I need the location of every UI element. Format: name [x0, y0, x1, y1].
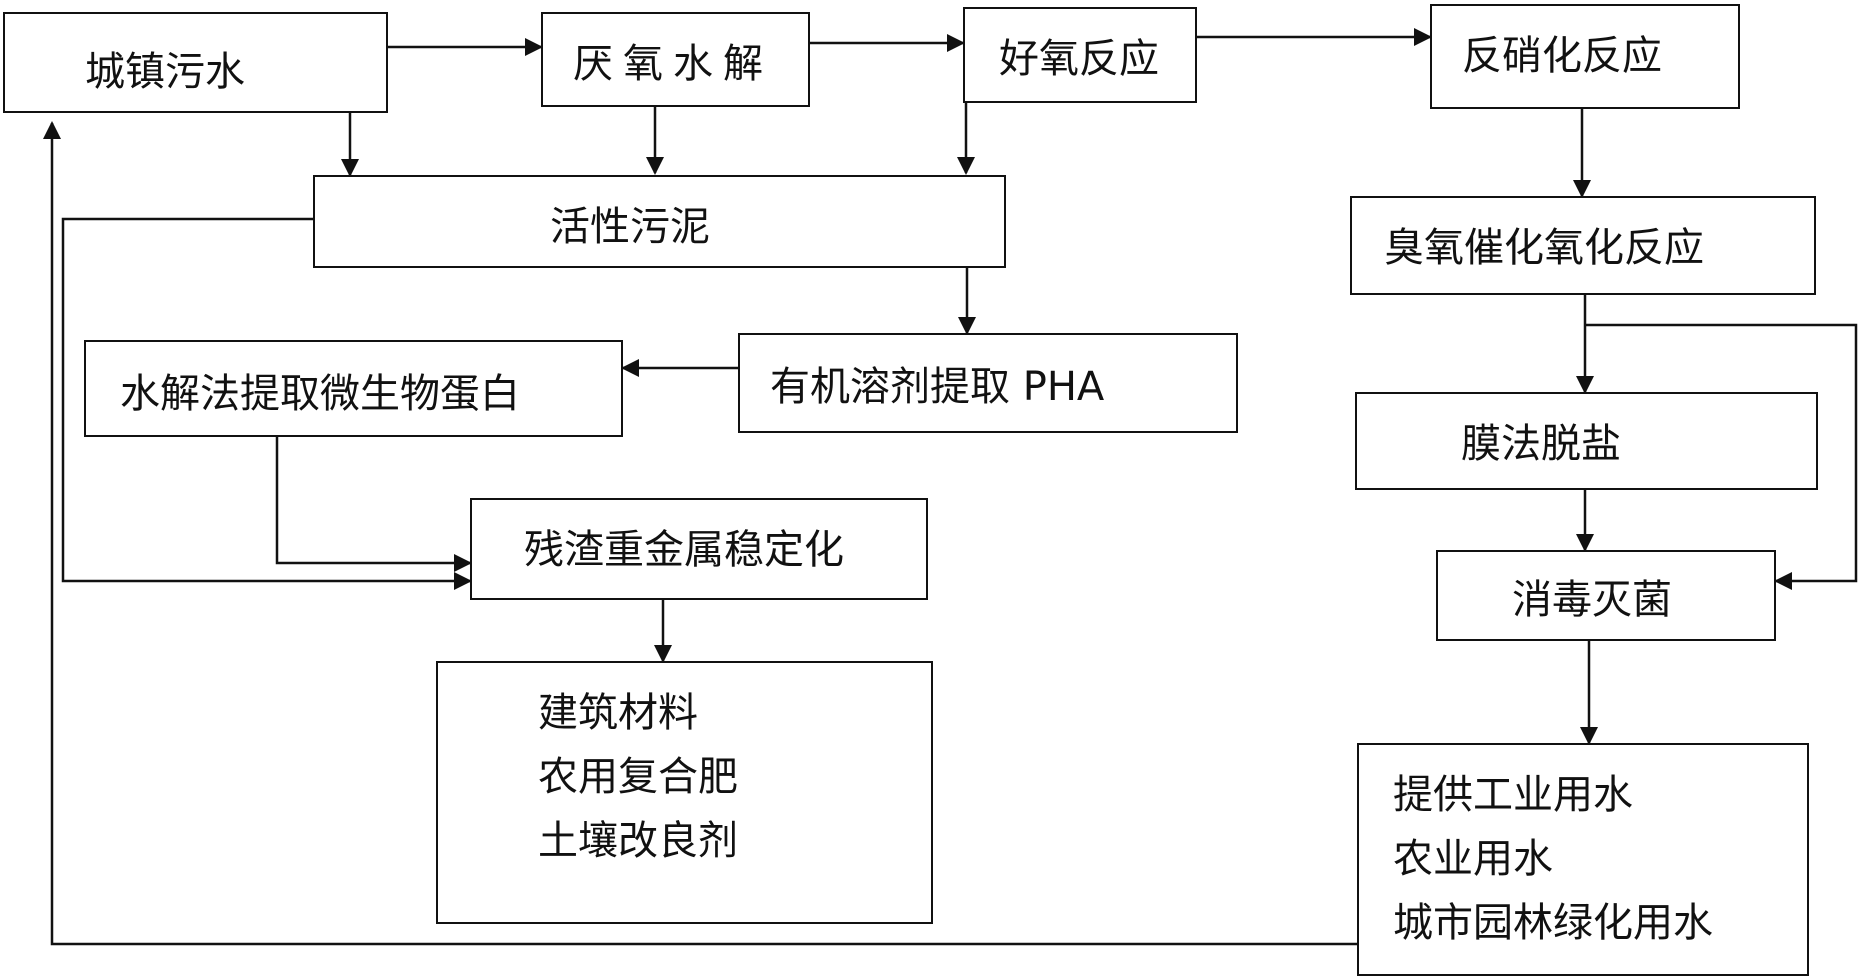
node-label: 好氧反应 — [999, 36, 1159, 82]
arrow-return-to-sewage — [43, 121, 1357, 946]
list-item: 农用复合肥 — [538, 754, 738, 800]
arrow-sludge-to-residue — [61, 217, 472, 590]
node-residue-stabilization: 残渣重金属稳定化 — [470, 498, 928, 600]
node-label: 厌氧水解 — [573, 41, 773, 87]
node-anaerobic-hydrolysis: 厌氧水解 — [541, 12, 810, 107]
node-label: 消毒灭菌 — [1512, 577, 1672, 623]
node-solid-products: 建筑材料 农用复合肥 土壤改良剂 — [436, 661, 933, 924]
node-label: 活性污泥 — [550, 204, 710, 250]
list-item: 城市园林绿化用水 — [1393, 900, 1713, 946]
water-uses-list: 提供工业用水 农业用水 城市园林绿化用水 — [1393, 763, 1713, 955]
list-item: 农业用水 — [1393, 836, 1553, 882]
arrow-ozone-bypass-to-disinfection — [1585, 323, 1858, 590]
node-activated-sludge: 活性污泥 — [313, 175, 1006, 268]
node-hydrolysis-protein: 水解法提取微生物蛋白 — [84, 340, 623, 437]
node-organic-solvent-pha: 有机溶剂提取 PHA — [738, 333, 1238, 433]
node-label: 反硝化反应 — [1462, 33, 1662, 79]
node-urban-sewage: 城镇污水 — [3, 12, 388, 113]
node-label: 膜法脱盐 — [1461, 421, 1621, 467]
node-denitrification: 反硝化反应 — [1430, 4, 1740, 109]
list-item: 提供工业用水 — [1393, 772, 1633, 818]
node-label: 有机溶剂提取 PHA — [770, 364, 1105, 410]
arrow-protein-to-residue — [275, 437, 472, 572]
node-aerobic-reaction: 好氧反应 — [963, 7, 1197, 103]
node-label: 残渣重金属稳定化 — [524, 527, 844, 573]
solid-products-list: 建筑材料 农用复合肥 土壤改良剂 — [538, 681, 738, 873]
node-membrane-desalination: 膜法脱盐 — [1355, 392, 1818, 490]
node-disinfection: 消毒灭菌 — [1436, 550, 1776, 641]
list-item: 建筑材料 — [538, 690, 698, 736]
node-water-uses: 提供工业用水 农业用水 城市园林绿化用水 — [1357, 743, 1809, 976]
list-item: 土壤改良剂 — [538, 818, 738, 864]
node-label: 臭氧催化氧化反应 — [1384, 225, 1704, 271]
node-label: 城镇污水 — [85, 49, 245, 95]
node-ozone-catalytic-oxidation: 臭氧催化氧化反应 — [1350, 196, 1816, 295]
node-label: 水解法提取微生物蛋白 — [120, 371, 520, 417]
